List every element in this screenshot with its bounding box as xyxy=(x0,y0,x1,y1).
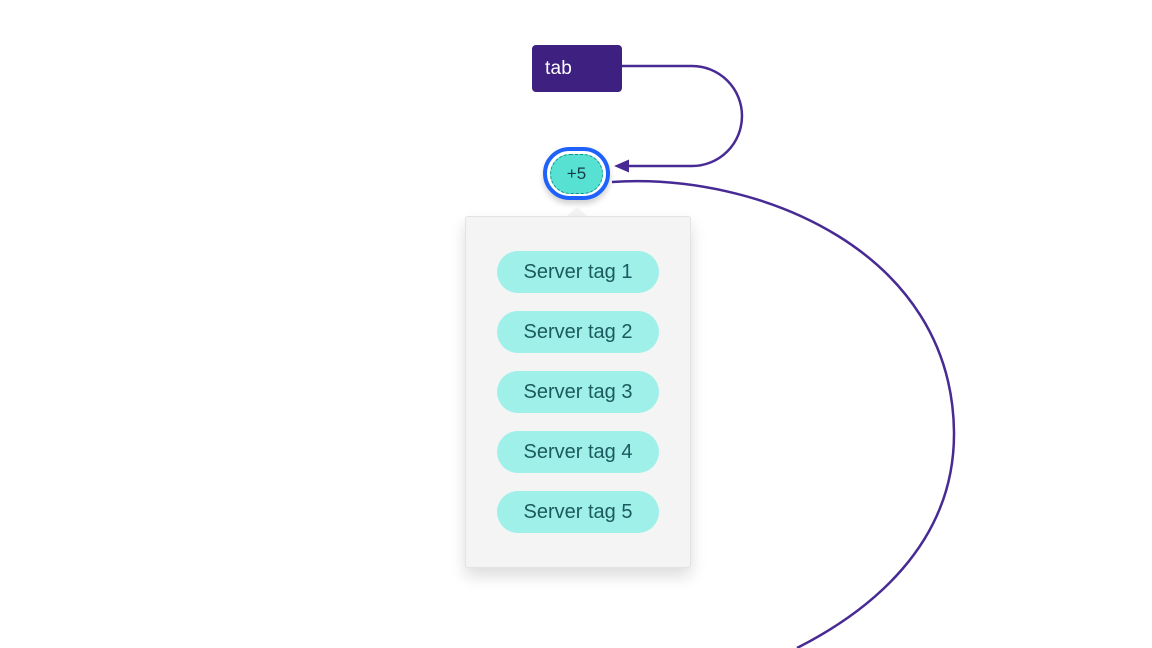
tag-popover: Server tag 1 Server tag 2 Server tag 3 S… xyxy=(465,216,691,568)
server-tag-pill: Server tag 2 xyxy=(497,311,659,353)
connector-tab-to-badge xyxy=(622,64,744,168)
tag-overflow-badge[interactable]: +5 xyxy=(543,147,610,200)
server-tag-pill: Server tag 1 xyxy=(497,251,659,293)
tab-annotation-text: tab xyxy=(545,57,573,79)
server-tag-pill: Server tag 3 xyxy=(497,371,659,413)
tab-annotation-label: tab xyxy=(532,45,622,92)
tag-overflow-count[interactable]: +5 xyxy=(550,153,603,194)
arrowhead-icon xyxy=(614,159,629,173)
server-tag-pill: Server tag 5 xyxy=(497,491,659,533)
server-tag-pill: Server tag 4 xyxy=(497,431,659,473)
popover-caret xyxy=(566,207,588,217)
